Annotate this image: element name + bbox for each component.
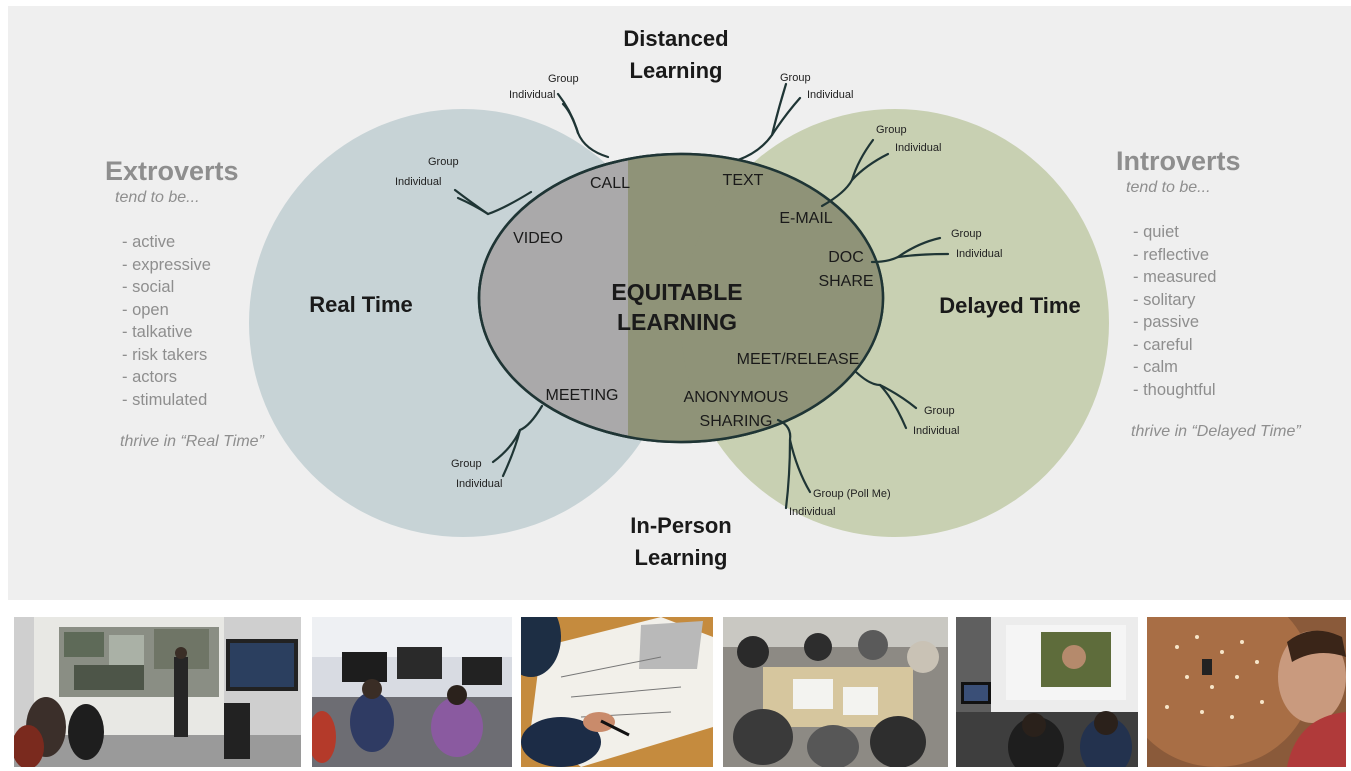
- mode-email: E-MAIL: [779, 210, 832, 227]
- meet-release-individual-label: Individual: [913, 425, 959, 437]
- mode-anonymous-line1: ANONYMOUS: [684, 389, 789, 406]
- trait-item: - quiet: [1133, 223, 1179, 241]
- introverts-thrive: thrive in “Delayed Time”: [1131, 423, 1301, 440]
- video-group-label: Group: [428, 156, 459, 168]
- trait-item: - actors: [122, 368, 178, 386]
- mode-text: TEXT: [723, 172, 764, 189]
- mode-video: VIDEO: [513, 230, 563, 247]
- venn-diagram: Group Individual Group Individual Group …: [249, 26, 1109, 570]
- branch-lines: [453, 82, 950, 510]
- bottom-label-line2: Learning: [635, 545, 728, 570]
- photo-video-call: [956, 617, 1138, 767]
- meeting-group-label: Group: [451, 458, 482, 470]
- text-group-label: Group: [780, 72, 811, 84]
- mode-meeting: MEETING: [546, 387, 619, 404]
- mode-call: CALL: [590, 175, 630, 192]
- photo-group-discussion: [723, 617, 948, 767]
- extroverts-title: Extroverts: [105, 156, 239, 186]
- mode-labels: CALL VIDEO MEETING TEXT E-MAIL DOC SHARE…: [513, 172, 873, 430]
- extroverts-panel: Extroverts tend to be... - active - expr…: [105, 156, 264, 451]
- introverts-title: Introverts: [1116, 146, 1241, 176]
- mode-anonymous-line2: SHARING: [700, 413, 773, 430]
- photo-model-viewing: [1147, 617, 1346, 767]
- mode-doc-share-line1: DOC: [828, 249, 864, 266]
- trait-item: - social: [122, 278, 175, 296]
- trait-item: - active: [122, 233, 176, 251]
- trait-item: - calm: [1133, 358, 1178, 376]
- introverts-subtitle: tend to be...: [1126, 179, 1211, 196]
- trait-item: - measured: [1133, 268, 1217, 286]
- introverts-traits: - quiet - reflective - measured - solita…: [1133, 221, 1301, 401]
- center-label-line2: LEARNING: [617, 309, 737, 335]
- trait-item: - reflective: [1133, 245, 1210, 264]
- top-label-line2: Learning: [630, 58, 723, 83]
- docshare-individual-label: Individual: [956, 248, 1002, 260]
- email-individual-label: Individual: [895, 142, 941, 154]
- call-individual-label: Individual: [509, 89, 555, 101]
- introverts-panel: Introverts tend to be... - quiet - refle…: [1116, 146, 1301, 441]
- trait-item: - thoughtful: [1133, 380, 1216, 399]
- call-group-label: Group: [548, 73, 579, 85]
- trait-item: - expressive: [122, 255, 211, 274]
- extroverts-traits: - active - expressive - social - open - …: [122, 231, 264, 411]
- mode-meet-release: MEET/RELEASE: [737, 351, 860, 368]
- email-group-label: Group: [876, 124, 907, 136]
- diagram-panel: Group Individual Group Individual Group …: [8, 6, 1351, 600]
- photo-strip: [14, 617, 1346, 767]
- video-individual-label: Individual: [395, 176, 441, 188]
- real-time-label: Real Time: [309, 292, 413, 317]
- extroverts-thrive: thrive in “Real Time”: [120, 433, 264, 450]
- center-label-line1: EQUITABLE: [611, 279, 742, 305]
- trait-item: - open: [122, 300, 169, 319]
- photo-computer-lab: [312, 617, 512, 767]
- trait-item: - solitary: [1133, 290, 1196, 309]
- trait-item: - passive: [1133, 313, 1200, 331]
- meet-release-group-label: Group: [924, 405, 955, 417]
- photo-drawing-desk: [521, 617, 713, 767]
- bottom-label-line1: In-Person: [630, 513, 731, 538]
- trait-item: - risk takers: [122, 345, 208, 364]
- photo-critique-presentation: [14, 617, 301, 767]
- text-individual-label: Individual: [807, 89, 853, 101]
- branch-labels: Group Individual Group Individual Group …: [395, 72, 1002, 518]
- trait-item: - talkative: [122, 323, 193, 341]
- docshare-group-label: Group: [951, 228, 982, 240]
- delayed-time-label: Delayed Time: [939, 293, 1080, 318]
- trait-item: - stimulated: [122, 390, 208, 409]
- mode-doc-share-line2: SHARE: [818, 273, 873, 290]
- extroverts-subtitle: tend to be...: [115, 189, 200, 206]
- top-label-line1: Distanced: [623, 26, 728, 51]
- anon-group-poll-label: Group (Poll Me): [813, 488, 891, 500]
- trait-item: - careful: [1133, 335, 1193, 354]
- anon-individual-label: Individual: [789, 506, 835, 518]
- meeting-individual-label: Individual: [456, 478, 502, 490]
